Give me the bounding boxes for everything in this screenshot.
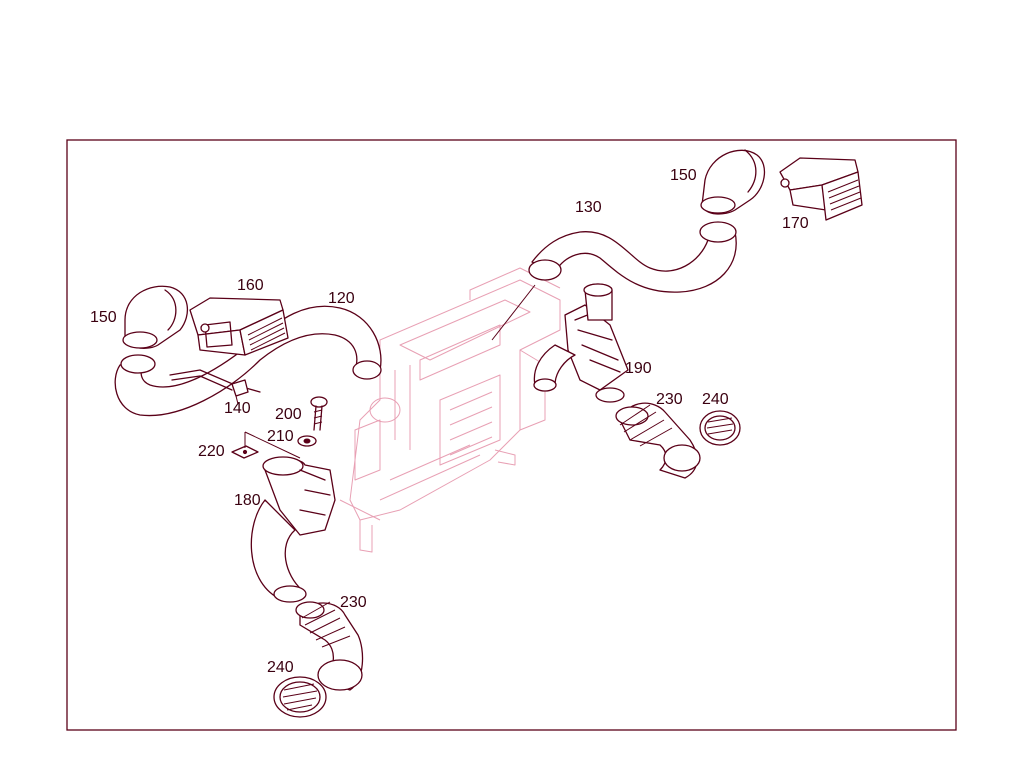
vent-160: [189, 297, 289, 356]
elbow-150-right: [700, 149, 766, 215]
callout-240-right: 240: [702, 391, 729, 408]
callout-160: 160: [237, 277, 264, 294]
vent-240-right: [699, 410, 741, 446]
callout-170: 170: [782, 215, 809, 232]
callout-190: 190: [625, 360, 652, 377]
hose-230-left: [295, 601, 364, 691]
callout-240-left: 240: [267, 659, 294, 676]
vent-170: [779, 157, 863, 221]
callout-220: 220: [198, 443, 225, 460]
callout-140: 140: [224, 400, 251, 417]
callout-230-left: 230: [340, 594, 367, 611]
callout-150-right: 150: [670, 167, 697, 184]
fasteners: [231, 396, 328, 459]
heater-housing-ghost: [339, 267, 561, 553]
vent-240-left: [273, 676, 327, 718]
duct-120: [114, 305, 382, 417]
distributor-180: [250, 456, 336, 603]
callout-230-right: 230: [656, 391, 683, 408]
diagram-frame: [66, 139, 957, 731]
distributor-190: [533, 283, 629, 403]
leader-130: [491, 284, 536, 341]
clip-140: [169, 369, 261, 405]
callout-130: 130: [575, 199, 602, 216]
callout-150-left: 150: [90, 309, 117, 326]
callout-210: 210: [267, 428, 294, 445]
elbow-150-left: [122, 285, 189, 349]
hose-230-right: [615, 402, 701, 479]
callout-180: 180: [234, 492, 261, 509]
callout-200: 200: [275, 406, 302, 423]
duct-130: [528, 221, 737, 293]
callout-120: 120: [328, 290, 355, 307]
